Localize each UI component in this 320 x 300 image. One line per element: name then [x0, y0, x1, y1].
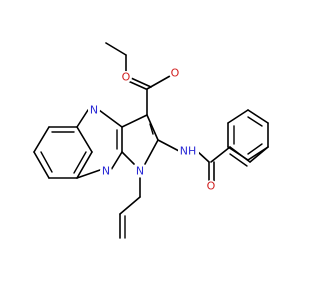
cinnamamide-chain [157, 139, 269, 182]
atom-n-upper: N [88, 104, 100, 117]
benzo-ring [33, 126, 93, 179]
pyrazine-ring [76, 109, 123, 179]
atom-n-lower: N [100, 165, 112, 178]
atom-label-n-lower: N [102, 165, 110, 178]
phenyl-ring [227, 109, 269, 161]
allyl-group [119, 177, 141, 239]
ethyl-ester-group [105, 42, 171, 116]
atom-o-amide: O [205, 180, 217, 193]
atom-o-ester-carbonyl: O [169, 67, 181, 80]
atom-label-n-pyrrole: N [136, 165, 144, 178]
atom-o-ester-ether: O [120, 71, 132, 84]
atom-label-o-amide: O [207, 180, 216, 193]
atom-label-o-ester-carbonyl: O [171, 67, 180, 80]
atom-label-o-ester-ether: O [122, 71, 131, 84]
atom-n-pyrrole: N [134, 165, 146, 178]
atom-label-n-upper: N [90, 104, 98, 117]
molecule-structure: N N N O O NH O [33, 42, 269, 239]
atom-nh-amide: NH [178, 144, 199, 158]
pyrrole-ring [121, 114, 159, 165]
atom-label-nh-amide: NH [180, 145, 197, 158]
